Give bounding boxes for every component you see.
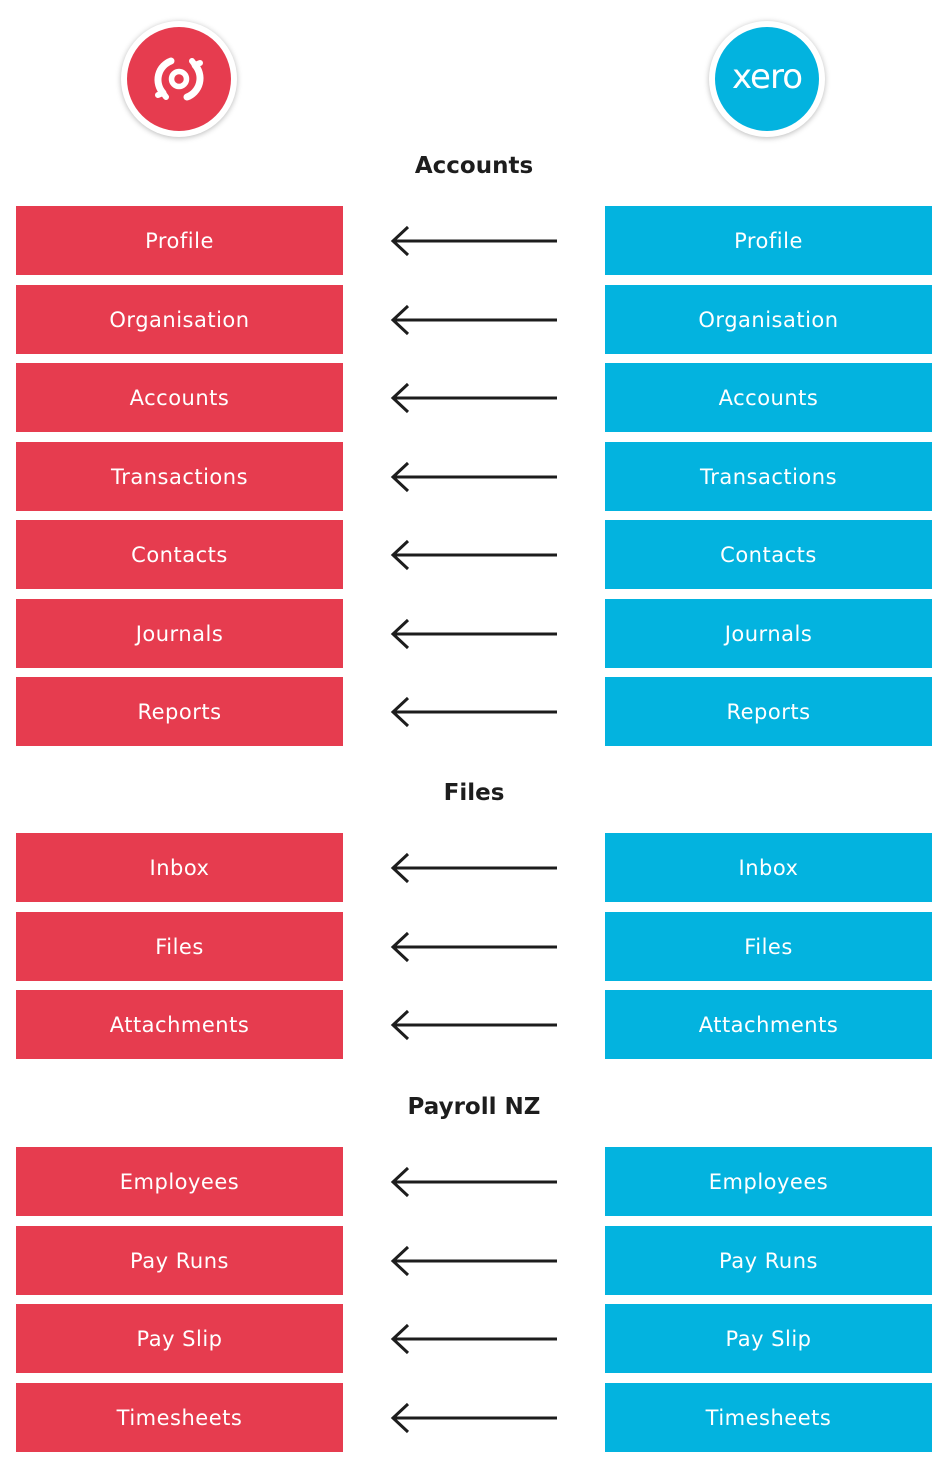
source-box-reports: Reports (16, 677, 343, 746)
arrow-left-icon (388, 848, 560, 888)
target-box-transactions: Transactions (605, 442, 932, 511)
source-box-contacts: Contacts (16, 520, 343, 589)
arrow-left-icon (388, 614, 560, 654)
source-box-accounts: Accounts (16, 363, 343, 432)
target-box-pay-slip: Pay Slip (605, 1304, 932, 1373)
target-box-inbox: Inbox (605, 833, 932, 902)
source-box-inbox: Inbox (16, 833, 343, 902)
sync-circle-icon (154, 57, 204, 101)
arrow-left-icon (388, 535, 560, 575)
source-box-attachments: Attachments (16, 990, 343, 1059)
source-box-transactions: Transactions (16, 442, 343, 511)
target-box-accounts: Accounts (605, 363, 932, 432)
arrow-left-icon (388, 927, 560, 967)
arrow-left-icon (388, 1319, 560, 1359)
source-box-profile: Profile (16, 206, 343, 275)
source-box-pay-slip: Pay Slip (16, 1304, 343, 1373)
section-title-accounts: Accounts (414, 153, 534, 179)
arrow-left-icon (388, 300, 560, 340)
source-box-timesheets: Timesheets (16, 1383, 343, 1452)
target-box-files: Files (605, 912, 932, 981)
section-title-files: Files (443, 780, 505, 806)
xero-logo-text: xero (731, 57, 803, 97)
xero-logo: xero (709, 21, 825, 137)
target-box-contacts: Contacts (605, 520, 932, 589)
target-box-pay-runs: Pay Runs (605, 1226, 932, 1295)
source-box-journals: Journals (16, 599, 343, 668)
arrow-left-icon (388, 457, 560, 497)
arrow-left-icon (388, 692, 560, 732)
source-box-organisation: Organisation (16, 285, 343, 354)
xero-logo-badge: xero (715, 27, 819, 131)
target-box-organisation: Organisation (605, 285, 932, 354)
target-box-profile: Profile (605, 206, 932, 275)
source-box-pay-runs: Pay Runs (16, 1226, 343, 1295)
target-box-reports: Reports (605, 677, 932, 746)
arrow-left-icon (388, 1241, 560, 1281)
arrow-left-icon (388, 1005, 560, 1045)
arrow-left-icon (388, 1162, 560, 1202)
source-box-files: Files (16, 912, 343, 981)
target-box-timesheets: Timesheets (605, 1383, 932, 1452)
source-app-logo (121, 21, 237, 137)
arrow-left-icon (388, 378, 560, 418)
arrow-left-icon (388, 221, 560, 261)
target-box-journals: Journals (605, 599, 932, 668)
arrow-left-icon (388, 1398, 560, 1438)
target-box-employees: Employees (605, 1147, 932, 1216)
target-box-attachments: Attachments (605, 990, 932, 1059)
section-title-payroll-nz: Payroll NZ (407, 1094, 541, 1120)
source-app-logo-badge (127, 27, 231, 131)
source-box-employees: Employees (16, 1147, 343, 1216)
